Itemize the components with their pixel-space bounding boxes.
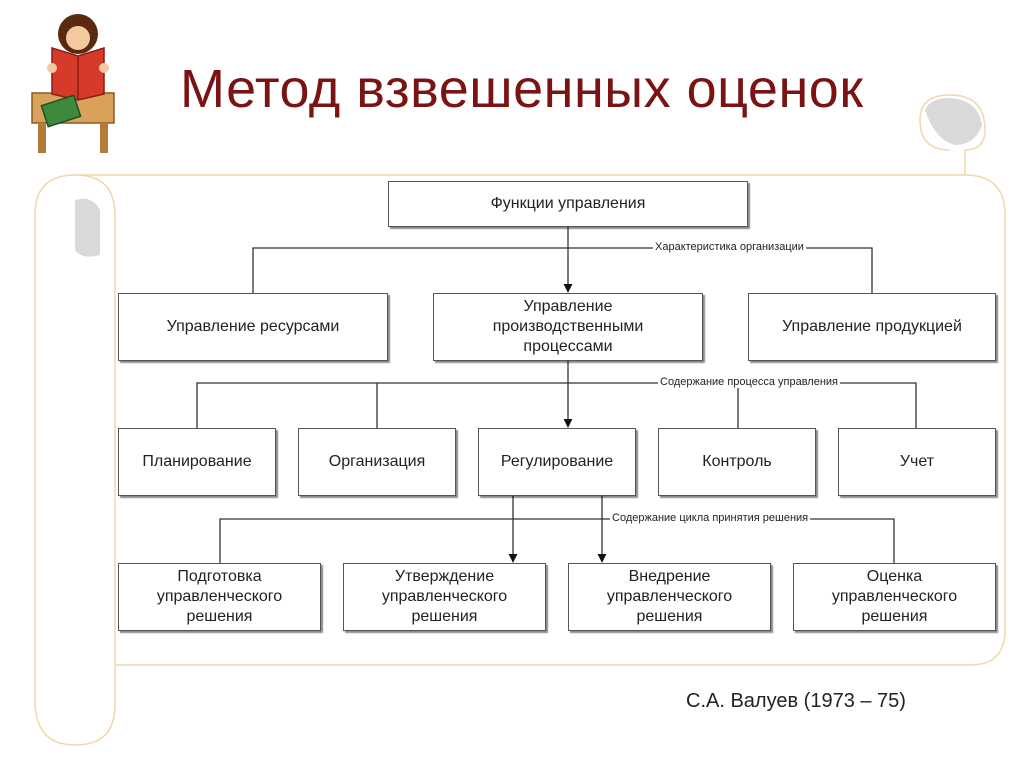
level2-node-accounting: Учет [838,428,996,496]
author-citation: С.А. Валуев (1973 – 75) [686,690,906,712]
node-label: Регулирование [500,453,614,470]
node-label: Оценка управленческого решения [831,568,958,625]
node-label: Учет [899,453,935,470]
node-label: Функции управления [490,195,646,212]
node-label: Подготовка управленческого решения [156,568,283,625]
level2-node-regulation: Регулирование [478,428,636,496]
level1-node-processes: Управление производственными процессами [433,293,703,361]
level2-node-organization: Организация [298,428,456,496]
node-label: Внедрение управленческого решения [606,568,733,625]
level2-node-control: Контроль [658,428,816,496]
level3-node-implementation: Внедрение управленческого решения [568,563,771,631]
node-label: Планирование [142,453,252,470]
page-title: Метод взвешенных оценок [180,59,864,119]
level2-node-planning: Планирование [118,428,276,496]
node-label: Управление продукцией [782,318,962,335]
connector-label-management-process: Содержание процесса управления [658,376,840,388]
connector-label-decision-cycle: Содержание цикла принятия решения [610,512,811,524]
reading-student-icon [31,14,115,153]
node-label: Утверждение управленческого решения [381,568,508,625]
level3-node-preparation: Подготовка управленческого решения [118,563,321,631]
node-label: Управление ресурсами [166,318,340,335]
level3-node-approval: Утверждение управленческого решения [343,563,546,631]
connector-label-organization: Характеристика организации [653,241,806,253]
node-label: Организация [328,453,426,470]
level3-node-evaluation: Оценка управленческого решения [793,563,996,631]
level1-node-products: Управление продукцией [748,293,996,361]
level1-node-resources: Управление ресурсами [118,293,388,361]
node-label: Управление производственными процессами [492,298,644,355]
root-node: Функции управления [388,181,748,227]
node-label: Контроль [702,453,772,470]
